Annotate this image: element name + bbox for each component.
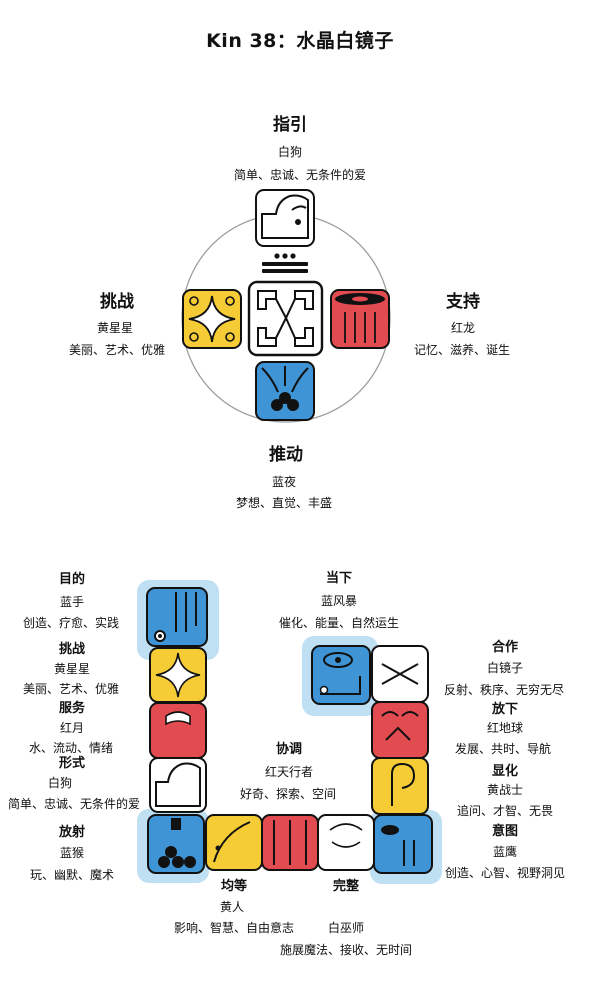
service-label: 服务 <box>58 701 86 716</box>
challenge-keywords: 美丽、艺术、优雅 <box>22 682 120 696</box>
antipode-keywords: 美丽、艺术、优雅 <box>68 343 166 357</box>
wave-glyph-yellow-warrior-icon <box>371 757 429 815</box>
wave-glyph-red-moon-icon <box>149 702 207 759</box>
manifest-name: 黄战士 <box>486 783 524 797</box>
guide-glyph-white-dog-icon <box>255 189 315 247</box>
occult-glyph-blue-night-icon <box>255 361 315 421</box>
present-keywords: 催化、能量、自然运生 <box>278 616 400 630</box>
cooperation-label: 合作 <box>491 640 519 655</box>
form-name: 白狗 <box>47 776 73 790</box>
equality-keywords: 影响、智慧、自由意志 <box>173 921 295 935</box>
intention-keywords: 创造、心智、视野洞见 <box>444 866 566 880</box>
cooperation-keywords: 反射、秩序、无穷无尽 <box>443 683 565 697</box>
wave-glyph-blue-storm-icon <box>311 645 371 705</box>
release-label: 放下 <box>491 702 519 717</box>
wave-glyph-blue-hand-icon <box>146 587 208 647</box>
coordination-name: 红天行者 <box>264 765 314 779</box>
form-label: 形式 <box>58 756 86 771</box>
wave-glyph-white-wizard-icon <box>317 814 375 871</box>
analog-name: 红龙 <box>450 321 476 335</box>
intention-name: 蓝鹰 <box>492 845 518 859</box>
radiance-label: 放射 <box>58 825 86 840</box>
completion-label: 完整 <box>332 879 360 894</box>
occult-name: 蓝夜 <box>271 475 297 489</box>
release-name: 红地球 <box>486 721 524 735</box>
wave-glyph-blue-monkey-icon <box>147 814 205 874</box>
service-keywords: 水、流动、情绪 <box>28 741 114 755</box>
wave-glyph-yellow-human-icon <box>205 814 263 871</box>
completion-keywords: 施展魔法、接收、无时间 <box>279 943 413 957</box>
wave-glyph-red-earth-icon <box>371 701 429 759</box>
coordination-label: 协调 <box>275 742 303 757</box>
antipode-glyph-yellow-star-icon <box>182 289 242 349</box>
analog-glyph-red-dragon-icon <box>330 289 390 349</box>
guide-name: 白狗 <box>277 145 303 159</box>
wave-glyph-white-mirror-icon <box>371 645 429 703</box>
analog-label: 支持 <box>446 292 480 312</box>
radiance-keywords: 玩、幽默、魔术 <box>29 868 115 882</box>
coordination-keywords: 好奇、探索、空间 <box>239 787 337 801</box>
challenge-name: 黄星星 <box>53 662 91 676</box>
guide-label: 指引 <box>273 115 307 135</box>
equality-name: 黄人 <box>219 900 245 914</box>
purpose-name: 蓝手 <box>59 595 85 609</box>
crystal-tone-bars-icon <box>262 253 308 273</box>
analog-keywords: 记忆、滋养、诞生 <box>413 343 511 357</box>
form-keywords: 简单、忠诚、无条件的爱 <box>7 797 141 811</box>
release-keywords: 发展、共时、导航 <box>454 742 552 756</box>
radiance-name: 蓝猴 <box>59 846 85 860</box>
intention-label: 意图 <box>491 824 519 839</box>
wave-glyph-blue-eagle-icon <box>373 814 433 874</box>
purpose-label: 目的 <box>58 572 86 587</box>
wave-glyph-red-skywalker-icon <box>261 814 319 871</box>
guide-keywords: 简单、忠诚、无条件的爱 <box>233 168 367 182</box>
wave-glyph-yellow-star-icon <box>149 647 207 703</box>
center-glyph-white-mirror-icon <box>247 280 324 357</box>
antipode-name: 黄星星 <box>96 321 134 335</box>
present-name: 蓝风暴 <box>320 594 358 608</box>
antipode-label: 挑战 <box>100 292 134 312</box>
challenge-label: 挑战 <box>58 642 86 657</box>
completion-name: 白巫师 <box>327 921 365 935</box>
present-label: 当下 <box>325 571 353 586</box>
occult-keywords: 梦想、直觉、丰盛 <box>235 496 333 510</box>
service-name: 红月 <box>59 721 85 735</box>
equality-label: 均等 <box>220 879 248 894</box>
manifest-keywords: 追问、才智、无畏 <box>456 804 554 818</box>
wave-glyph-white-dog-icon <box>149 757 207 813</box>
manifest-label: 显化 <box>491 764 519 779</box>
occult-label: 推动 <box>269 445 303 465</box>
purpose-keywords: 创造、疗愈、实践 <box>22 616 120 630</box>
cooperation-name: 白镜子 <box>486 661 524 675</box>
page-title: Kin 38：水晶白镜子 <box>206 30 394 52</box>
